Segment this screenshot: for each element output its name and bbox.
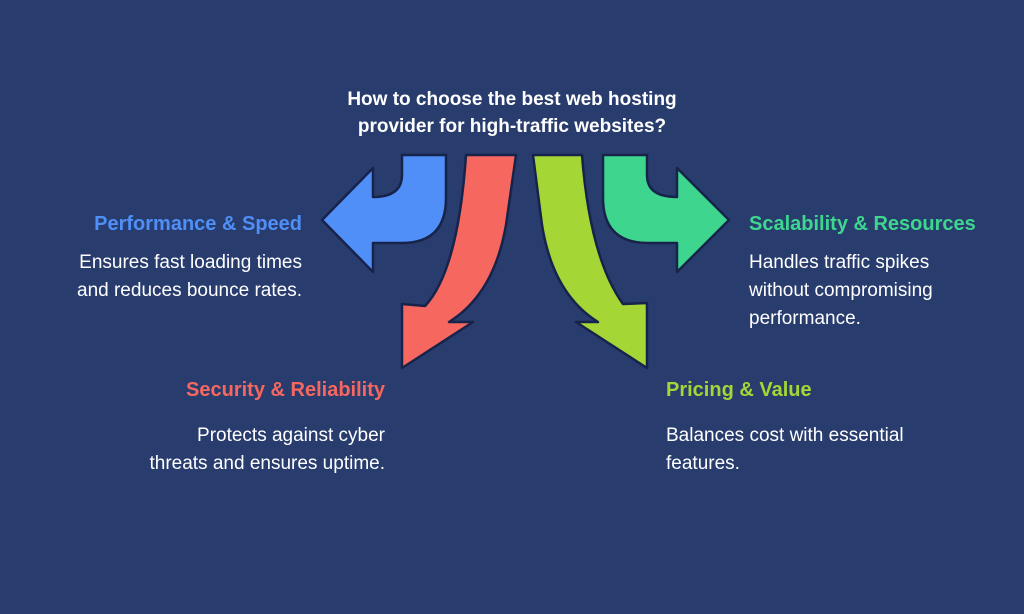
scalability-desc-line-1: Handles traffic spikes xyxy=(749,252,930,273)
pricing-heading: Pricing & Value xyxy=(666,379,812,401)
performance-card: Performance & Speed Ensures fast loading… xyxy=(18,212,302,305)
performance-heading: Performance & Speed xyxy=(94,213,302,235)
pricing-description: Balances cost with essential features. xyxy=(666,422,996,478)
security-desc-line-1: Protects against cyber xyxy=(197,425,385,446)
security-heading: Security & Reliability xyxy=(186,379,385,401)
performance-desc-line-2: and reduces bounce rates. xyxy=(77,280,302,301)
performance-desc-line-1: Ensures fast loading times xyxy=(79,252,302,273)
pricing-card: Pricing & Value Balances cost with essen… xyxy=(666,378,996,478)
security-arrow xyxy=(400,153,518,370)
title-line-1: How to choose the best web hosting xyxy=(347,89,677,110)
security-description: Protects against cyber threats and ensur… xyxy=(60,422,385,478)
pricing-desc-line-2: features. xyxy=(666,453,740,474)
title-line-2: provider for high-traffic websites? xyxy=(357,116,667,137)
scalability-arrow xyxy=(601,153,731,274)
performance-arrow xyxy=(320,153,448,274)
performance-description: Ensures fast loading times and reduces b… xyxy=(18,249,302,305)
scalability-desc-line-3: performance. xyxy=(749,308,861,329)
scalability-heading: Scalability & Resources xyxy=(749,213,976,235)
diagram-title: How to choose the best web hosting provi… xyxy=(312,86,712,140)
scalability-description: Handles traffic spikes without compromis… xyxy=(749,249,1019,333)
pricing-desc-line-1: Balances cost with essential xyxy=(666,425,904,446)
pricing-arrow xyxy=(531,153,649,370)
security-card: Security & Reliability Protects against … xyxy=(60,378,385,478)
security-desc-line-2: threats and ensures uptime. xyxy=(149,453,385,474)
scalability-desc-line-2: without compromising xyxy=(749,280,933,301)
scalability-card: Scalability & Resources Handles traffic … xyxy=(749,212,1019,333)
